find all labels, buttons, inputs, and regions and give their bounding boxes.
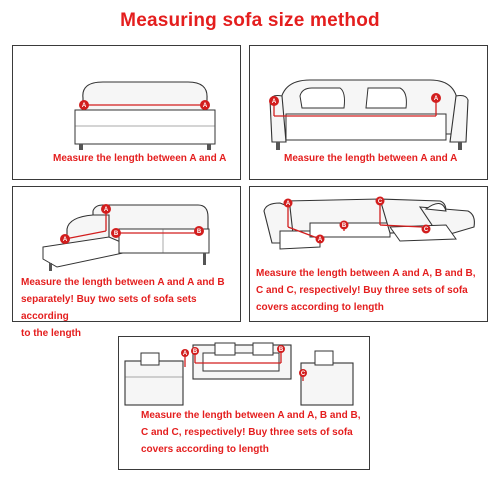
panel-caption: Measure the length between A and A [284,153,458,164]
marker-a-left: A [269,96,279,106]
marker-c-top: C [375,196,385,206]
svg-text:A: A [82,103,87,109]
svg-text:B: B [114,231,119,237]
armless-sofa-illustration [74,81,216,150]
panel-armless-sofa: A A Measure the length between A and A [12,45,241,180]
svg-text:A: A [434,96,439,102]
svg-text:B: B [193,349,198,355]
panel-caption: Measure the length between A and A and B… [21,277,225,339]
svg-text:A: A [63,237,68,243]
marker-c-right: C [421,224,431,234]
marker-a-left: A [79,100,89,110]
marker-a-top: A [283,198,293,208]
marker-b-left: B [191,347,199,355]
panel-u-shaped-sofa: A A B C C Measure the length between A a… [249,186,488,322]
svg-text:A: A [183,351,188,357]
svg-text:C: C [378,199,383,205]
marker-a-bottom: A [315,234,325,244]
svg-text:A: A [286,201,291,207]
page-title: Measuring sofa size method [120,10,380,31]
marker-a-right: A [431,93,441,103]
marker-b-right: B [194,226,204,236]
panel-three-piece-sofa: A B B C Measure the length between A and… [118,336,370,470]
svg-text:A: A [272,99,277,105]
marker-a-top: A [101,204,111,214]
marker-b: B [339,220,349,230]
panel-caption: Measure the length between A and A, B an… [256,268,476,313]
marker-a-right: A [200,100,210,110]
panel-caption: Measure the length between A and A [53,153,227,164]
u-shaped-sofa-illustration [263,198,475,250]
marker-a: A [181,349,189,357]
panel-sofa-with-arms: A A Measure the length between A and A [249,45,488,180]
three-piece-sofa-illustration [124,342,354,406]
svg-text:B: B [279,347,284,353]
svg-text:C: C [301,371,306,377]
marker-b-right: B [277,345,285,353]
svg-text:C: C [424,227,429,233]
l-shaped-sofa-illustration [42,204,210,271]
svg-text:A: A [318,237,323,243]
marker-a-left: A [60,234,70,244]
svg-text:A: A [203,103,208,109]
panel-l-shaped-sofa: A A B B Measure the length between A and… [12,186,241,339]
marker-c: C [299,369,307,377]
marker-b-left: B [111,228,121,238]
svg-text:B: B [342,223,347,229]
sofa-with-arms-illustration [269,79,469,150]
panel-caption: Measure the length between A and A, B an… [141,410,361,455]
svg-text:A: A [104,207,109,213]
svg-text:B: B [197,229,202,235]
